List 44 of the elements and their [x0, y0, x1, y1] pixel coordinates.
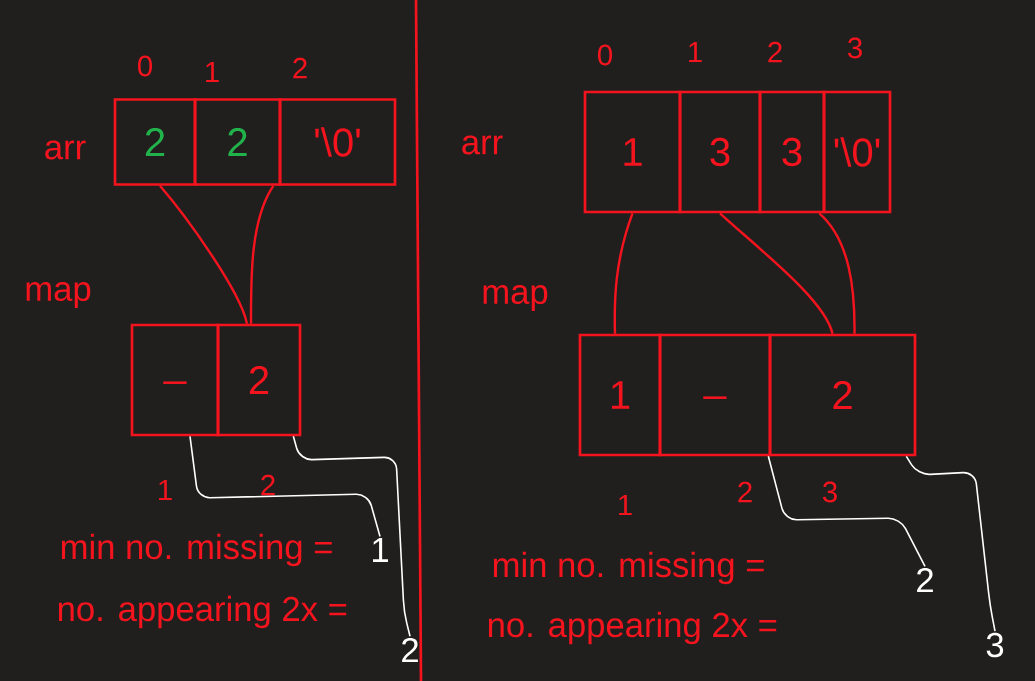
index-number: 2 [261, 474, 275, 496]
result-number: 3 [986, 632, 1004, 658]
array-cell: 2 [193, 98, 282, 186]
index-number: 0 [598, 44, 612, 66]
result-number: 2 [917, 567, 933, 593]
connector-line [818, 212, 856, 334]
index-number: 2 [768, 41, 782, 63]
leader-line [905, 455, 996, 632]
result-number: 2 [402, 637, 418, 663]
array-cell: '\0' [278, 98, 397, 186]
array-name: map [26, 282, 91, 308]
connector-line [719, 212, 834, 335]
index-number: 3 [847, 37, 862, 59]
connector-line [249, 185, 275, 324]
array-cell: 3 [678, 90, 762, 214]
array-cell: 2 [113, 98, 197, 186]
index-number: 2 [293, 57, 307, 79]
index-number: 1 [619, 494, 632, 516]
array-cell: 1 [583, 90, 682, 214]
result-number: 1 [373, 538, 388, 562]
connector-line [613, 212, 634, 334]
array-cell: 2 [216, 323, 302, 437]
note-text: no. appearing 2x = [488, 611, 777, 645]
array-cell: _ [130, 323, 220, 437]
leader-line [767, 455, 926, 568]
index-number: 2 [738, 481, 752, 503]
leader-line [292, 435, 411, 638]
array-cell: 1 [578, 333, 662, 457]
index-number: 1 [689, 41, 702, 63]
array-cell: 2 [768, 333, 917, 457]
array-name: map [483, 285, 548, 311]
leader-line [189, 435, 381, 538]
array-name: arr [462, 135, 503, 155]
array-cell: '\0' [822, 90, 892, 214]
index-number: 0 [138, 55, 152, 77]
connector-line [159, 185, 249, 324]
array-cell: 3 [758, 90, 826, 214]
index-number: 3 [822, 481, 837, 503]
array-cell: _ [658, 333, 772, 457]
note-text: min no. missing = [493, 551, 764, 585]
index-number: 1 [206, 61, 219, 83]
index-number: 1 [159, 479, 172, 501]
note-text: no. appearing 2x = [58, 595, 347, 629]
note-text: min no. missing = [61, 533, 332, 567]
